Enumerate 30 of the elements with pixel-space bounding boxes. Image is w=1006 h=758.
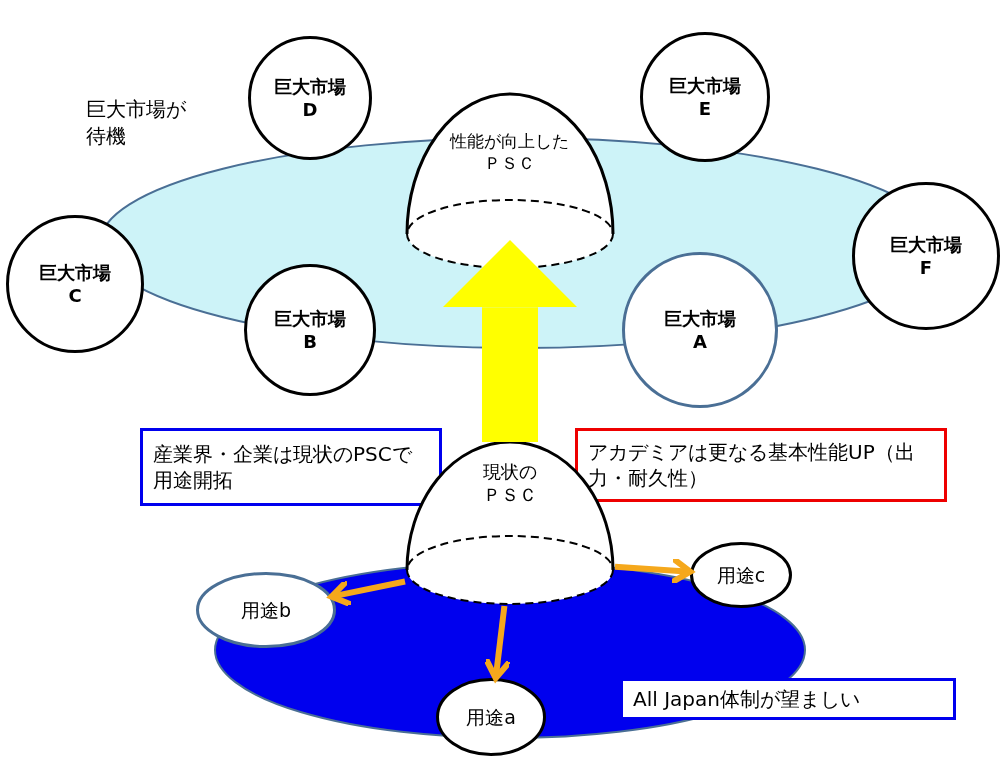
market-label: 巨大市場E bbox=[668, 73, 742, 121]
use-label: 用途c bbox=[715, 562, 767, 588]
note-text: アカデミアは更なる基本性能UP（出力・耐久性） bbox=[588, 439, 916, 491]
market-circle bbox=[244, 264, 376, 396]
use-ellipse bbox=[436, 678, 546, 756]
note-box bbox=[575, 428, 947, 502]
market-label: 巨大市場D bbox=[273, 74, 347, 122]
market-circle bbox=[6, 215, 144, 353]
note-text: 巨大市場が待機 bbox=[86, 96, 187, 150]
note-text: 産業界・企業は現状のPSCで用途開拓 bbox=[153, 441, 413, 493]
use-label: 用途a bbox=[465, 704, 517, 730]
market-label: 巨大市場F bbox=[889, 232, 963, 280]
use-ellipse bbox=[196, 572, 336, 648]
market-circle bbox=[622, 252, 778, 408]
block-arrow bbox=[442, 240, 578, 442]
dome-label: 現状のＰＳＣ bbox=[482, 460, 538, 507]
market-label: 巨大市場B bbox=[273, 306, 347, 354]
dome-label: 性能が向上したＰＳＣ bbox=[448, 130, 571, 175]
use-label: 用途b bbox=[239, 597, 293, 623]
note-text: All Japan体制が望ましい bbox=[633, 686, 861, 712]
market-circle bbox=[852, 182, 1000, 330]
use-ellipse bbox=[690, 542, 792, 608]
market-circle bbox=[248, 36, 372, 160]
arrow bbox=[328, 578, 406, 608]
arrow bbox=[482, 605, 513, 682]
note-box bbox=[620, 678, 956, 720]
note-box bbox=[140, 428, 442, 506]
market-label: 巨大市場A bbox=[663, 306, 737, 354]
market-circle bbox=[640, 32, 770, 162]
market-label: 巨大市場C bbox=[38, 260, 112, 308]
